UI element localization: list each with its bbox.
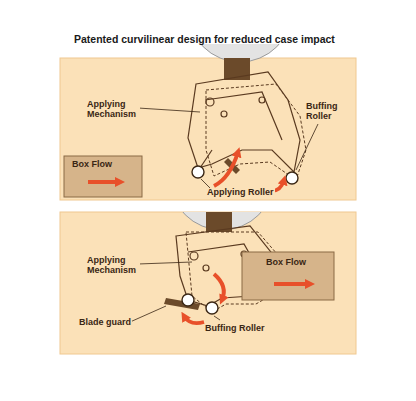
part-label: Buffing Roller xyxy=(305,102,351,122)
panel xyxy=(60,58,356,200)
flow-arrow xyxy=(274,282,310,286)
motion-arrow xyxy=(214,274,224,300)
part-label: Blade guard xyxy=(78,318,132,328)
box xyxy=(64,156,142,197)
part-label: Box Flow xyxy=(72,160,112,170)
leader-line xyxy=(130,262,220,322)
motion-arrow xyxy=(184,316,204,323)
part-label: Applying Mechanism xyxy=(86,100,140,120)
part-label: Applying Mechanism xyxy=(86,256,140,276)
panel xyxy=(60,212,356,354)
applying-mechanism xyxy=(188,72,300,172)
buffing-roller xyxy=(286,172,298,184)
part-label: Box Flow xyxy=(266,258,306,268)
leader-line xyxy=(138,108,318,188)
title: Patented curvilinear design for reduced … xyxy=(74,34,335,46)
applying-roller xyxy=(182,294,194,306)
part-label: Buffing Roller xyxy=(204,324,266,334)
box xyxy=(242,252,334,300)
buffing-roller xyxy=(206,302,218,314)
motion-arrow xyxy=(214,152,238,186)
applying-roller xyxy=(192,166,204,178)
part-label: Applying Roller xyxy=(206,188,275,198)
alternate-position xyxy=(206,84,306,180)
flow-arrow xyxy=(88,180,120,184)
